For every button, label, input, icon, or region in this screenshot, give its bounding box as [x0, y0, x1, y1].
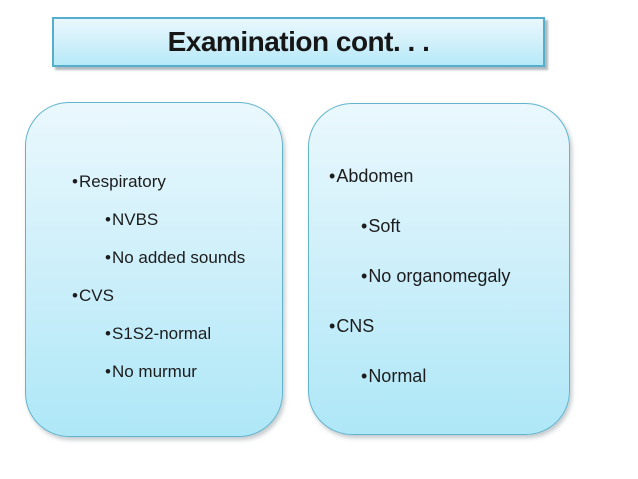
bullet-item: •Soft	[361, 201, 510, 251]
bullet-item-label: No added sounds	[111, 248, 246, 267]
bullet-item-label: Respiratory	[78, 172, 166, 191]
bullet-glyph: •	[72, 172, 78, 191]
panel-abdomen-cns: •Abdomen •Soft •No organomegaly •CNS •No…	[308, 103, 570, 435]
bullet-item-label: No murmur	[111, 362, 197, 381]
bullet-item-label: Abdomen	[336, 166, 414, 186]
bullet-glyph: •	[105, 324, 111, 343]
panel-respiratory-cvs: •Respiratory •NVBS •No added sounds •CVS…	[25, 102, 283, 437]
bullet-item-label: NVBS	[111, 210, 159, 229]
bullet-glyph: •	[72, 286, 78, 305]
bullet-glyph: •	[361, 216, 368, 236]
bullet-item: •NVBS	[105, 201, 245, 239]
bullet-item-label: Soft	[368, 216, 401, 236]
bullet-glyph: •	[105, 362, 111, 381]
bullet-glyph: •	[361, 366, 368, 386]
panel-right-text: •Abdomen •Soft •No organomegaly •CNS •No…	[329, 151, 510, 401]
bullet-item: •No organomegaly	[361, 251, 510, 301]
bullet-item-label: No organomegaly	[368, 266, 511, 286]
bullet-glyph: •	[329, 166, 336, 186]
bullet-item: •Abdomen	[329, 151, 510, 201]
bullet-glyph: •	[105, 248, 111, 267]
slide-title-box: Examination cont. . .	[52, 17, 545, 67]
bullet-item: •CVS	[72, 277, 245, 315]
bullet-glyph: •	[329, 316, 336, 336]
bullet-item: •No murmur	[105, 353, 245, 391]
bullet-item: •Normal	[361, 351, 510, 401]
bullet-item-label: CNS	[336, 316, 375, 336]
bullet-item: •CNS	[329, 301, 510, 351]
bullet-item: •No added sounds	[105, 239, 245, 277]
bullet-glyph: •	[105, 210, 111, 229]
panel-left-text: •Respiratory •NVBS •No added sounds •CVS…	[72, 163, 245, 391]
bullet-item-label: S1S2-normal	[111, 324, 212, 343]
bullet-item-label: CVS	[78, 286, 114, 305]
slide-title: Examination cont. . .	[167, 26, 430, 57]
bullet-item: •Respiratory	[72, 163, 245, 201]
bullet-item-label: Normal	[368, 366, 427, 386]
bullet-item: •S1S2-normal	[105, 315, 245, 353]
bullet-glyph: •	[361, 266, 368, 286]
